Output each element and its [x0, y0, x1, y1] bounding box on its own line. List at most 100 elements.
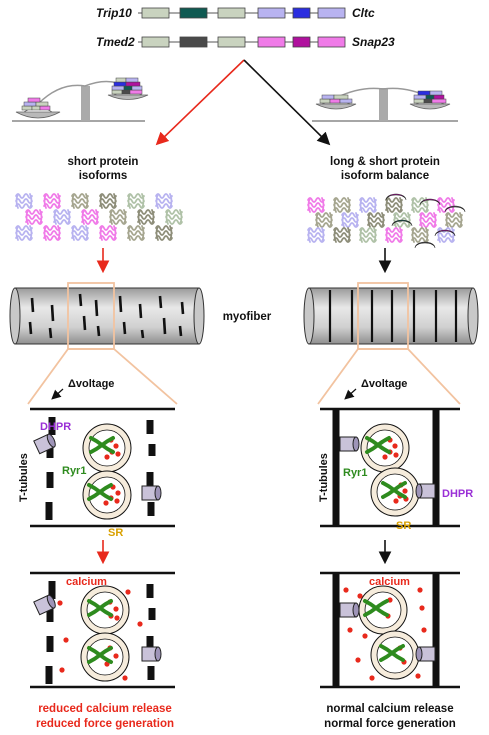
protein-isoform: [72, 194, 88, 208]
protein-strand: [54, 210, 70, 224]
protein-strand: [72, 226, 88, 240]
calcium-ion: [114, 498, 119, 503]
calcium-ion: [392, 443, 397, 448]
protein-isoform: [44, 194, 60, 208]
protein-strand: [100, 226, 116, 240]
protein-isoform: [16, 226, 32, 240]
disrupted-t-tubule: [30, 322, 31, 334]
panel-right-resting: [320, 409, 460, 526]
left-outcome-1: reduced calcium release: [38, 703, 172, 715]
protein-isoform: [156, 226, 172, 240]
exon: [218, 8, 245, 18]
protein-isoform: [420, 213, 436, 227]
disrupted-t-tubule: [96, 300, 97, 316]
protein-isoform: [100, 194, 116, 208]
disrupted-t-tubule: [124, 322, 125, 334]
protein-strand: [360, 198, 376, 212]
protein-isoform: [334, 198, 350, 212]
calcium-ion: [115, 490, 120, 495]
sr-label-left: SR: [108, 527, 123, 539]
dhpr-channel: [340, 437, 359, 451]
protein-strand: [72, 194, 88, 208]
calcium-ion: [113, 653, 118, 658]
calcium-ion: [63, 637, 68, 642]
voltage-arrow-left: [53, 389, 63, 398]
gene-structures: Trip10 Cltc Tmed2 Snap23: [96, 6, 395, 49]
calcium-ion: [104, 454, 109, 459]
protein-isoform: [412, 228, 428, 242]
right-outcome-2: normal force generation: [324, 718, 456, 730]
exon: [180, 37, 207, 47]
delta-voltage-left: Δvoltage: [68, 378, 114, 390]
right-isoform-heading-1: long & short protein: [330, 156, 440, 168]
disrupted-t-tubule: [164, 318, 165, 334]
protein-isoform: [128, 194, 144, 208]
disrupted-t-tubule: [160, 296, 161, 308]
protein-isoform: [128, 226, 144, 240]
disrupted-t-tubule: [140, 304, 141, 318]
calcium-ion: [362, 633, 367, 638]
calcium-ion: [59, 667, 64, 672]
protein-strand: [368, 213, 384, 227]
calcium-ion: [421, 627, 426, 632]
calcium-ion: [382, 454, 387, 459]
right-outcome-1: normal calcium release: [326, 703, 453, 715]
calcium-ion: [137, 621, 142, 626]
protein-isoform: [138, 210, 154, 224]
protein-strand: [334, 228, 350, 242]
exon: [293, 8, 310, 18]
protein-isoform: [342, 213, 358, 227]
disrupted-t-tubule: [84, 316, 85, 330]
exon: [318, 37, 345, 47]
left-outcome-2: reduced force generation: [36, 718, 174, 730]
exon: [258, 37, 285, 47]
exon: [142, 8, 169, 18]
protein-strand: [316, 213, 332, 227]
calcium-ion: [369, 675, 374, 680]
protein-strand: [446, 213, 462, 227]
protein-strand: [44, 226, 60, 240]
dhpr-cap: [416, 647, 422, 661]
right-isoform-heading-2: isoform balance: [341, 170, 429, 182]
calcium-label-left: calcium: [66, 576, 107, 588]
t-tubules-label-left: T-tubules: [18, 453, 30, 502]
protein-isoform: [44, 226, 60, 240]
long-protein-isoform: [445, 206, 465, 212]
protein-isoform: [72, 226, 88, 240]
calcium-ion: [402, 488, 407, 493]
delta-voltage-right: Δvoltage: [361, 378, 407, 390]
protein-strand: [386, 198, 402, 212]
dhpr-cap: [353, 437, 359, 451]
balance-scale-right: [312, 88, 458, 121]
panel-right-calcium: [320, 573, 460, 687]
dhpr-channel: [340, 603, 359, 617]
voltage-arrow-right: [346, 389, 356, 398]
protein-strand: [360, 228, 376, 242]
dhpr-cap: [155, 647, 161, 661]
calcium-ion: [113, 606, 118, 611]
gene-label-snap23: Snap23: [352, 35, 395, 49]
disrupted-t-tubule: [120, 296, 121, 312]
protein-isoform: [386, 198, 402, 212]
protein-isoform: [308, 198, 324, 212]
calcium-ion: [357, 593, 362, 598]
dhpr-channel: [416, 484, 435, 498]
protein-isoform: [110, 210, 126, 224]
protein-strand: [16, 226, 32, 240]
calcium-ion: [355, 657, 360, 662]
left-isoform-heading-2: isoforms: [79, 170, 128, 182]
protein-isoform: [368, 213, 384, 227]
disrupted-t-tubule: [98, 326, 99, 336]
dhpr-cap: [353, 603, 359, 617]
sr-label-right: SR: [396, 520, 411, 532]
arrow-to-short: [158, 60, 244, 143]
dhpr-channel: [416, 647, 435, 661]
protein-isoform: [54, 210, 70, 224]
gene-label-trip10: Trip10: [96, 6, 132, 20]
calcium-ion: [415, 673, 420, 678]
gene-label-tmed2: Tmed2: [96, 35, 135, 49]
arrow-to-balance: [244, 60, 328, 143]
left-isoform-heading-1: short protein: [68, 156, 139, 168]
protein-isoform: [316, 213, 332, 227]
protein-isoform: [360, 198, 376, 212]
